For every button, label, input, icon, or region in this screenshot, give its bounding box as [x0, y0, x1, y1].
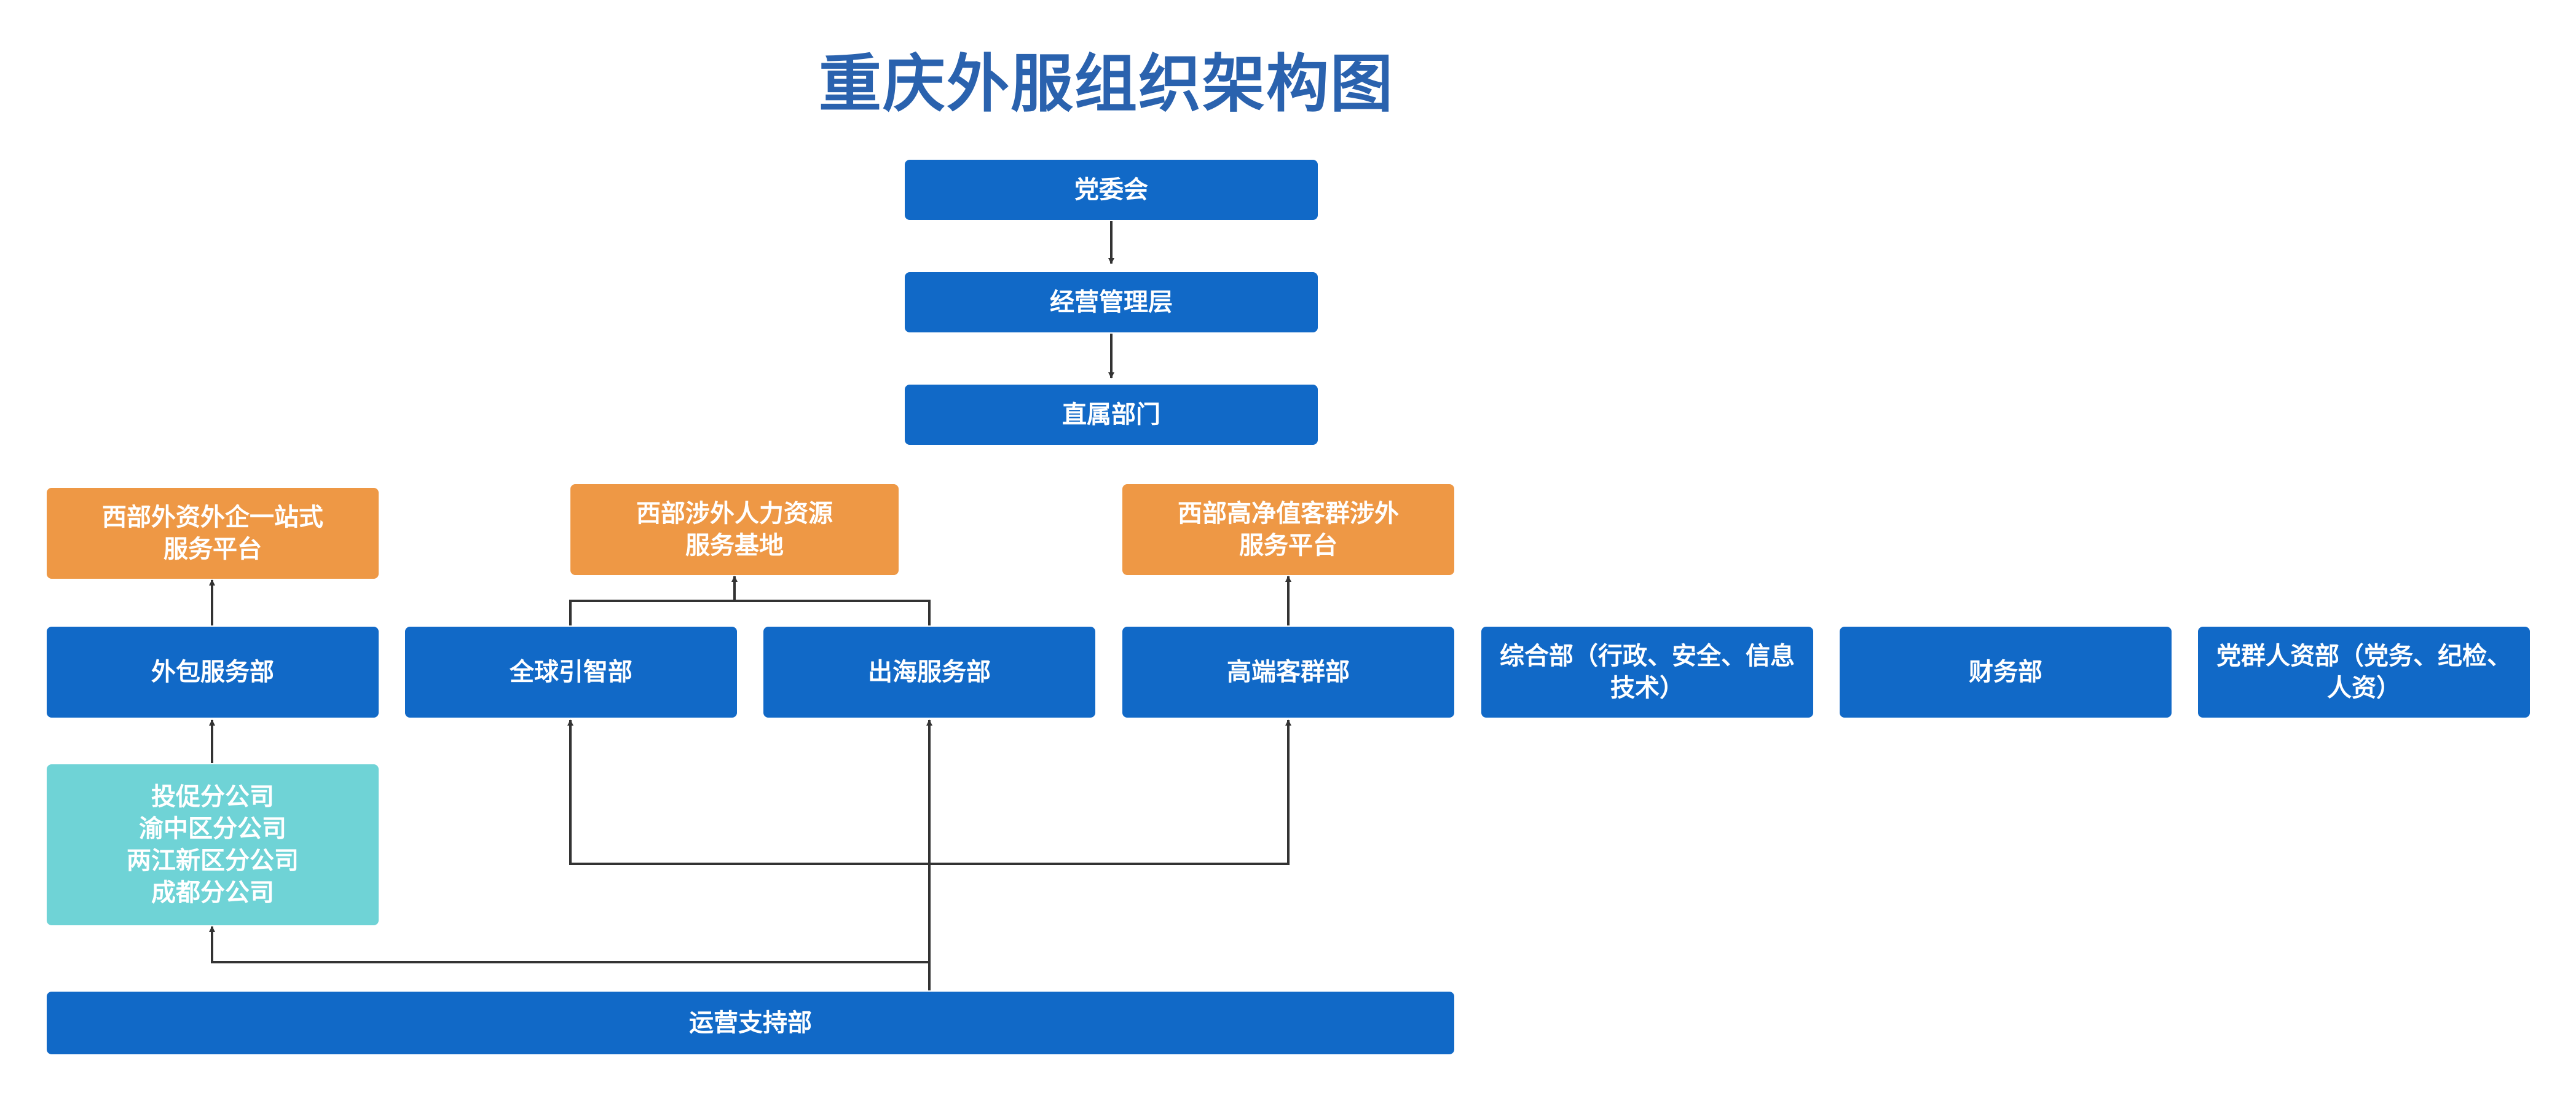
connector-global-to-highend-loop — [569, 719, 1291, 865]
direct-departments-box: 直属部门 — [905, 385, 1318, 445]
platform-west-hr-base-box: 西部涉外人力资源 服务基地 — [570, 484, 899, 575]
general-dept-line-2: 技术） — [1610, 674, 1684, 702]
general-dept-box: 综合部（行政、安全、信息 技术） — [1481, 627, 1813, 718]
party-hr-dept-box: 党群人资部（党务、纪检、 人资） — [2198, 627, 2530, 718]
global-talent-dept-box: 全球引智部 — [405, 627, 737, 718]
branch-item: 两江新区分公司 — [127, 847, 299, 875]
platform-west-foreign-enterprise-line-2: 服务平台 — [163, 535, 262, 563]
connector-ops-to-branches — [209, 926, 929, 963]
high-end-client-dept-label: 高端客群部 — [1227, 658, 1350, 686]
platform-west-high-net-worth-line-2: 服务平台 — [1239, 531, 1337, 560]
finance-dept-label: 财务部 — [1969, 658, 2042, 686]
platform-west-high-net-worth-box: 西部高净值客群涉外 服务平台 — [1122, 484, 1454, 575]
global-talent-dept-label: 全球引智部 — [510, 658, 632, 686]
branches-box: 投促分公司 渝中区分公司 两江新区分公司 成都分公司 — [47, 764, 379, 925]
party-hr-dept-line-2: 人资） — [2327, 674, 2401, 702]
branch-item: 投促分公司 — [151, 783, 274, 811]
operations-support-dept-box: 运营支持部 — [47, 992, 1454, 1054]
platform-west-high-net-worth-line-1: 西部高净值客群涉外 — [1178, 500, 1399, 528]
management-box: 经营管理层 — [905, 272, 1318, 332]
platform-west-hr-base-line-1: 西部涉外人力资源 — [636, 500, 833, 528]
high-end-client-dept-box: 高端客群部 — [1122, 627, 1454, 718]
overseas-service-dept-box: 出海服务部 — [763, 627, 1095, 718]
management-label: 经营管理层 — [1050, 288, 1173, 316]
operations-support-dept-label: 运营支持部 — [689, 1009, 812, 1037]
finance-dept-box: 财务部 — [1840, 627, 2172, 718]
outsourcing-dept-label: 外包服务部 — [151, 658, 274, 686]
branch-item: 成都分公司 — [151, 879, 274, 907]
overseas-service-dept-label: 出海服务部 — [868, 658, 991, 686]
connector-global-overseas-to-hr-base — [569, 576, 931, 625]
platform-west-hr-base-line-2: 服务基地 — [685, 531, 784, 560]
chart-title: 重庆外服组织架构图 — [819, 48, 1394, 121]
party-committee-box: 党委会 — [905, 160, 1318, 220]
party-hr-dept-line-1: 党群人资部（党务、纪检、 — [2216, 642, 2511, 670]
platform-west-foreign-enterprise-box: 西部外资外企一站式 服务平台 — [47, 488, 379, 579]
general-dept-line-1: 综合部（行政、安全、信息 — [1500, 642, 1795, 670]
party-committee-label: 党委会 — [1074, 176, 1148, 204]
platform-west-foreign-enterprise-line-1: 西部外资外企一站式 — [102, 503, 323, 531]
branch-item: 渝中区分公司 — [139, 815, 286, 843]
outsourcing-dept-box: 外包服务部 — [47, 627, 379, 718]
direct-departments-label: 直属部门 — [1062, 401, 1160, 429]
